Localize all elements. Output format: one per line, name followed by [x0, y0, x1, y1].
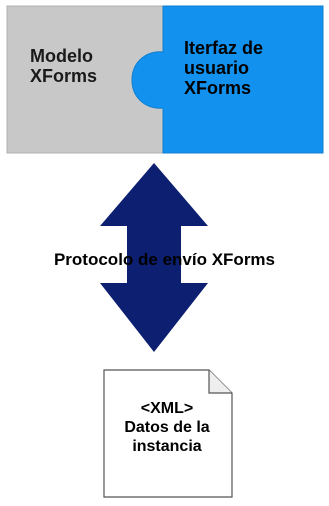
- document-fold-corner: [208, 370, 232, 394]
- xforms-ui-label: Iterfaz de usuario XForms: [184, 38, 324, 98]
- submission-protocol-label: Protocolo de envío XForms: [53, 250, 276, 269]
- model-label-line2: XForms: [30, 66, 98, 87]
- model-label-line1: Modelo: [30, 46, 93, 66]
- ui-label-line1: Iterfaz de: [184, 38, 264, 58]
- doc-label-line2: Datos de la: [124, 418, 210, 436]
- xforms-ui-box: [131, 5, 324, 154]
- doc-label-line1: <XML>: [140, 400, 194, 417]
- doc-label-line3: instancia: [132, 437, 202, 455]
- instance-data-label: <XML> Datos de la instancia: [100, 400, 234, 457]
- submission-protocol-arrow: [100, 163, 208, 352]
- ui-label-line2: usuario: [184, 58, 250, 79]
- xforms-model-label: Modelo XForms: [30, 46, 130, 86]
- ui-label-line3: XForms: [184, 78, 252, 99]
- instance-data-document: [103, 369, 233, 498]
